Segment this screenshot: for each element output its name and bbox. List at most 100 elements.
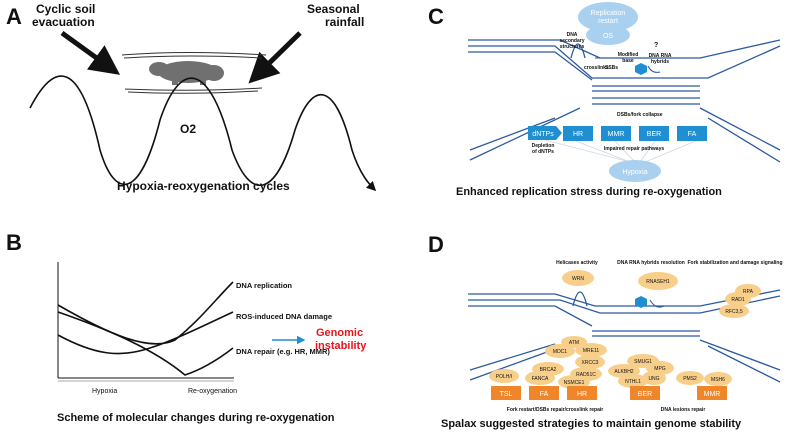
label-rpa: RPA xyxy=(743,289,754,295)
rna-resolution-label: DNA RNA hybrids resolution xyxy=(617,260,685,266)
label-rad1: RAD1 xyxy=(731,297,745,303)
right-arrow xyxy=(248,31,302,84)
oval-nsmce1 xyxy=(558,375,590,389)
right-driver-line1: Seasonal xyxy=(307,2,360,16)
hypoxia-oval xyxy=(609,160,661,182)
pathway-boxes-c: HR MMR BER FA xyxy=(563,126,707,141)
oval-mre11 xyxy=(575,343,607,357)
label-nthl1: NTHL1 xyxy=(625,379,641,385)
os-oval xyxy=(586,25,630,45)
x-label-reoxygenation: Re-oxygenation xyxy=(188,388,237,395)
pathway-box-ber xyxy=(639,126,669,141)
curve2-label: ROS-induced DNA damage xyxy=(236,312,332,321)
oval-nthl1 xyxy=(618,374,648,388)
label-rfc: RFC3,5 xyxy=(725,309,742,315)
pathway-label-hr: HR xyxy=(573,131,583,138)
depletion-2: of dNTPs xyxy=(532,149,554,155)
dna-secondary-3: structures xyxy=(560,44,585,50)
pathway-box-ber-d xyxy=(630,386,660,400)
secondary-structure-loop-d xyxy=(572,291,588,307)
label-mre11: MRE11 xyxy=(583,348,600,354)
label-xrcc3: XRCC3 xyxy=(582,360,599,366)
hypoxia-connectors xyxy=(544,139,699,163)
result-line2: instability xyxy=(315,340,367,352)
panel-c-caption: Enhanced replication stress during re-ox… xyxy=(456,186,722,198)
modified-base-1: Modified xyxy=(618,52,639,58)
crosslinks-label: crosslinks xyxy=(584,65,609,71)
oval-rfc xyxy=(719,304,749,318)
os-label: OS xyxy=(603,33,613,40)
pathway-box-hr-d xyxy=(567,386,597,400)
right-driver-line2: rainfall xyxy=(325,15,364,29)
label-mdc1: MDC1 xyxy=(553,349,567,355)
label-rad51c: RAD51C xyxy=(576,372,596,378)
panel-d-letter: D xyxy=(428,232,444,257)
pathway-label-fa-d: FA xyxy=(540,391,549,398)
label-alkbh2: ALKBH2 xyxy=(614,369,633,375)
pathway-label-ber: BER xyxy=(647,131,661,138)
panel-a-letter: A xyxy=(6,4,22,29)
fork-stabilization-label: Fork stabilization and damage signaling xyxy=(687,260,782,266)
label-fanca: FANCA xyxy=(532,376,549,382)
helicases-label: Helicases activity xyxy=(556,260,598,266)
left-driver-line2: evacuation xyxy=(32,15,95,29)
impaired-label: Impaired repair pathways xyxy=(604,146,665,152)
modified-base-icon-d xyxy=(635,296,647,308)
oval-rnaseh1 xyxy=(638,272,678,290)
oval-fanca xyxy=(525,371,555,385)
panel-d: D Helicases activity DNA RNA hybrids res… xyxy=(428,232,783,430)
panel-d-caption: Spalax suggested strategies to maintain … xyxy=(441,418,742,430)
dna-secondary-1: DNA xyxy=(567,32,578,38)
pathway-box-fa xyxy=(677,126,707,141)
pathway-boxes-d: TSL FA HR BER MMR xyxy=(491,386,727,400)
label-polh: POLH/I xyxy=(496,374,512,380)
pathway-label-mmr-d: MMR xyxy=(704,391,721,398)
oval-polh xyxy=(489,369,519,383)
pathway-box-hr xyxy=(563,126,593,141)
o2-label: O2 xyxy=(180,122,196,136)
oval-ung xyxy=(642,371,666,385)
burrow-tunnel xyxy=(121,52,267,94)
panel-a-caption: Hypoxia-reoxygenation cycles xyxy=(117,179,290,193)
modified-base-icon xyxy=(635,63,647,75)
rna-hybrids-2: hybrids xyxy=(651,59,669,65)
panel-c-letter: C xyxy=(428,4,444,29)
lesions-repair-label: DNA lesions repair xyxy=(661,407,706,413)
label-mpg: MPG xyxy=(654,366,666,372)
panel-b-letter: B xyxy=(6,230,22,255)
panel-b: B DNA replication ROS-induced DNA damage… xyxy=(6,230,367,424)
result-line1: Genomic xyxy=(316,327,363,339)
label-nsmce1: NSMCE1 xyxy=(564,380,585,386)
left-arrow xyxy=(60,30,121,75)
label-smug1: SMUG1 xyxy=(634,359,652,365)
dna-secondary-2: secondary xyxy=(559,38,584,44)
left-driver-line1: Cyclic soil xyxy=(36,2,95,16)
curve3-label: DNA repair (e.g. HR, MMR) xyxy=(236,347,330,356)
protein-labels: WRN RNASEH1 RPA RAD1 RFC3,5 ATM MDC1 MRE… xyxy=(496,276,754,386)
x-label-hypoxia: Hypoxia xyxy=(92,388,117,395)
protein-ovals xyxy=(489,270,761,389)
label-ung: UNG xyxy=(648,376,659,382)
rna-hybrids-1: DNA RNA xyxy=(649,53,672,59)
dsbs-label: DSBs/fork collapse xyxy=(617,112,663,118)
panel-a: A Cyclic soil evacuation Seasonal rainfa… xyxy=(6,2,377,193)
o2-oscillation-wave xyxy=(29,75,377,192)
label-wrn: WRN xyxy=(572,276,584,282)
secondary-structure-loop xyxy=(570,43,586,59)
pathway-label-hr-d: HR xyxy=(577,391,587,398)
pathway-box-mmr xyxy=(601,126,631,141)
curve1-label: DNA replication xyxy=(236,281,292,290)
panel-b-caption: Scheme of molecular changes during re-ox… xyxy=(57,412,335,424)
rna-hybrid-strand-d xyxy=(649,299,665,308)
label-rnaseh1: RNASEH1 xyxy=(646,279,670,285)
replication-restart-oval xyxy=(578,2,638,32)
oval-pms2 xyxy=(676,371,704,385)
oval-mdc1 xyxy=(545,344,575,358)
oval-rad1 xyxy=(725,292,751,306)
pathway-box-tsl xyxy=(491,386,521,400)
pathway-label-fa: FA xyxy=(688,131,697,138)
pathway-box-fa-d xyxy=(529,386,559,400)
curve-ros-damage xyxy=(57,311,234,355)
replication-restart-label-2: restart xyxy=(598,18,618,25)
